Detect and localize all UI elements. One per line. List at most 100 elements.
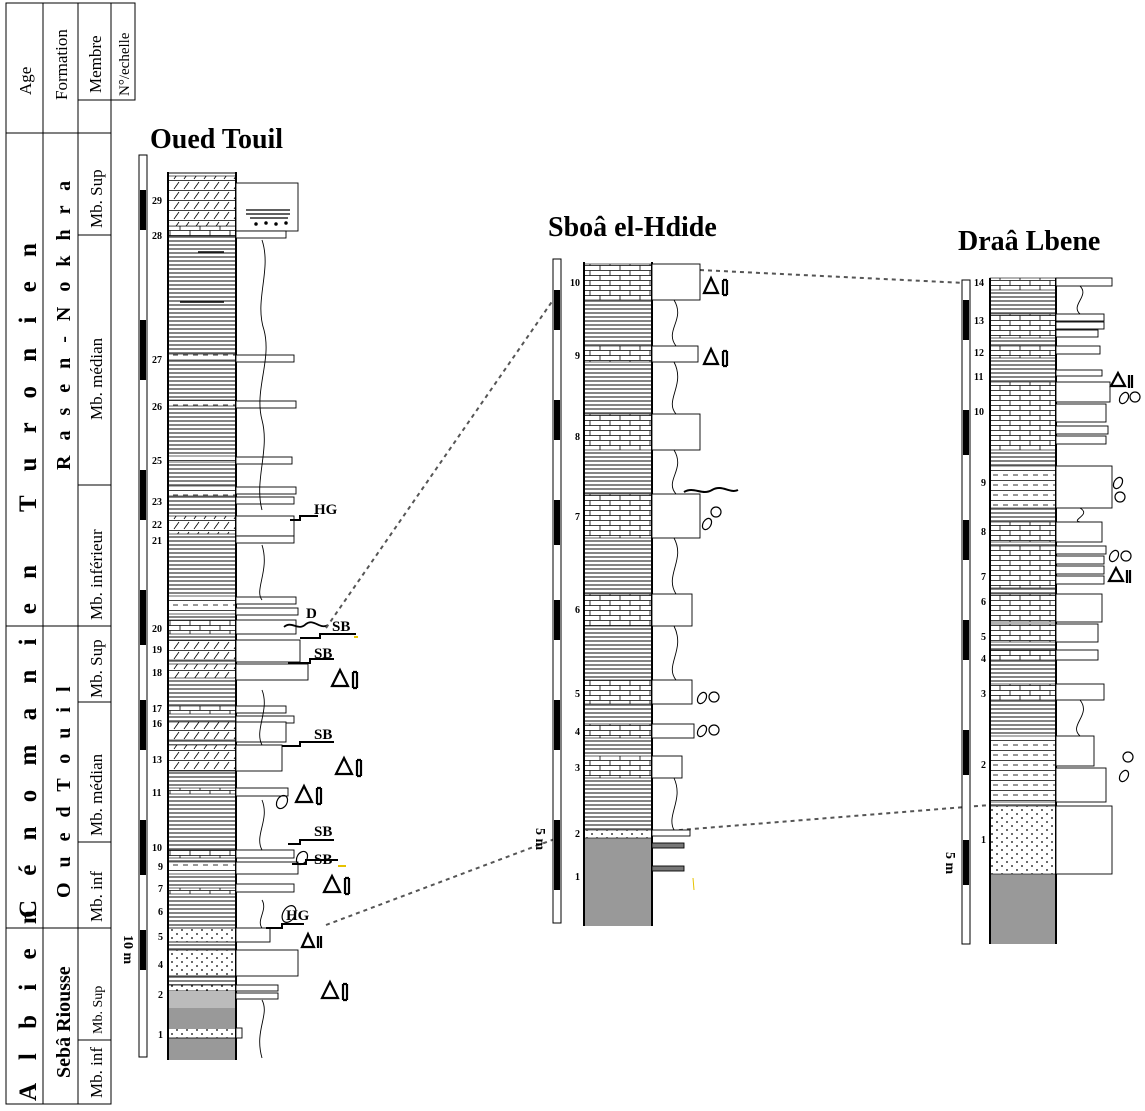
formation-header: Formation bbox=[52, 29, 71, 100]
svg-text:7: 7 bbox=[158, 884, 163, 895]
draa-column bbox=[989, 277, 1057, 944]
draa-weathering-profile bbox=[1055, 277, 1113, 875]
svg-text:16: 16 bbox=[152, 719, 162, 730]
sboa-column bbox=[583, 262, 653, 926]
sb-label: SB bbox=[332, 619, 350, 635]
bivalve-icon bbox=[708, 691, 720, 703]
table-headers: Age Formation Membre N°/echelle bbox=[16, 29, 133, 100]
svg-text:14: 14 bbox=[974, 278, 984, 289]
svg-text:23: 23 bbox=[152, 497, 162, 508]
cen-inf-label: Mb. inf bbox=[87, 871, 106, 922]
oued-touil-weathering-profile bbox=[235, 182, 309, 1059]
oued-touil-bed-numbers: 1 2 4 5 6 7 9 10 11 13 16 17 18 19 20 21… bbox=[152, 196, 163, 1041]
svg-text:12: 12 bbox=[974, 348, 984, 359]
svg-text:3: 3 bbox=[981, 689, 986, 700]
d-label: D bbox=[306, 606, 317, 622]
oued-touil-title: Oued Touil bbox=[150, 124, 283, 155]
svg-text:4: 4 bbox=[575, 727, 580, 738]
bivalve-icon bbox=[1112, 476, 1124, 490]
sboa-weathering-profile bbox=[651, 263, 739, 891]
draa-fossil-icons bbox=[1107, 370, 1141, 783]
bivalve-icon bbox=[1120, 550, 1132, 562]
svg-text:8: 8 bbox=[981, 527, 986, 538]
bivalve-icon bbox=[275, 794, 289, 810]
svg-text:13: 13 bbox=[974, 316, 984, 327]
ras-en-nokhra-label: R a s e n - N o k h r a bbox=[53, 176, 75, 470]
svg-text:9: 9 bbox=[575, 351, 580, 362]
age-labels: T u r o n i e n C é n o m a n i e n A l … bbox=[15, 234, 42, 1101]
svg-text:7: 7 bbox=[981, 572, 986, 583]
turonien-label: T u r o n i e n bbox=[15, 234, 42, 512]
svg-text:9: 9 bbox=[158, 862, 163, 873]
cen-sup-label: Mb. Sup bbox=[87, 639, 106, 698]
tur-inf-label: Mb. inférieur bbox=[87, 529, 106, 620]
svg-text:19: 19 bbox=[152, 645, 162, 656]
svg-text:11: 11 bbox=[152, 788, 161, 799]
svg-text:21: 21 bbox=[152, 536, 162, 547]
bivalve-icon bbox=[708, 724, 720, 736]
oued-touil-scale-bar: 10 m bbox=[120, 154, 148, 1058]
bivalve-icon bbox=[696, 724, 708, 738]
sboa-bed-numbers: 1 2 3 4 5 6 7 8 9 10 bbox=[570, 278, 580, 883]
ammonite-icon bbox=[334, 755, 363, 778]
bivalve-icon bbox=[1118, 769, 1130, 783]
ammonite-icon bbox=[1109, 370, 1134, 388]
draa-title: Draâ Lbene bbox=[958, 226, 1100, 257]
cen-median-label: Mb. médian bbox=[87, 753, 106, 836]
age-header: Age bbox=[16, 67, 35, 95]
cenomanien-label: C é n o m a n i e n bbox=[15, 556, 42, 918]
bivalve-icon bbox=[1129, 391, 1141, 403]
svg-text:29: 29 bbox=[152, 196, 162, 207]
svg-text:25: 25 bbox=[152, 456, 162, 467]
svg-text:22: 22 bbox=[152, 520, 162, 531]
svg-text:4: 4 bbox=[158, 960, 163, 971]
stratigraphic-table bbox=[5, 2, 136, 1105]
svg-text:5: 5 bbox=[158, 932, 163, 943]
svg-text:4: 4 bbox=[981, 654, 986, 665]
svg-text:11: 11 bbox=[974, 372, 983, 383]
ammonite-icon bbox=[294, 783, 323, 806]
ammonite-icon bbox=[702, 346, 729, 368]
ammonite-icon bbox=[330, 667, 359, 690]
bivalve-icon bbox=[1122, 751, 1134, 763]
oued-touil-column bbox=[167, 172, 237, 1060]
formation-labels: R a s e n - N o k h r a O u e d T o u i … bbox=[53, 176, 75, 1078]
svg-text:1: 1 bbox=[575, 872, 580, 883]
alb-sup-label: Mb. Sup bbox=[91, 986, 106, 1034]
sboa-scale-label: 5 m bbox=[532, 828, 547, 851]
svg-text:6: 6 bbox=[158, 907, 163, 918]
sb-label: SB bbox=[314, 646, 332, 662]
albien-label: A l b i e n bbox=[15, 901, 42, 1101]
svg-text:10: 10 bbox=[974, 407, 984, 418]
svg-text:27: 27 bbox=[152, 355, 162, 366]
oued-touil-fossil-icons bbox=[275, 667, 363, 1002]
alb-inf-label: Mb. inf bbox=[87, 1047, 106, 1098]
bivalve-icon bbox=[295, 850, 309, 866]
svg-text:1: 1 bbox=[158, 1030, 163, 1041]
sb-label: SB bbox=[314, 727, 332, 743]
svg-text:5: 5 bbox=[981, 632, 986, 643]
sb-label: SB bbox=[314, 824, 332, 840]
svg-text:26: 26 bbox=[152, 402, 162, 413]
draa-scale-bar: 5 m bbox=[942, 279, 971, 945]
svg-text:18: 18 bbox=[152, 668, 162, 679]
bivalve-icon bbox=[1118, 391, 1130, 405]
sboa-fossil-icons bbox=[696, 275, 729, 738]
ammonite-icon bbox=[702, 275, 729, 297]
ammonite-icon bbox=[1107, 565, 1132, 583]
membre-header: Membre bbox=[86, 35, 105, 93]
bivalve-icon bbox=[701, 517, 713, 531]
svg-text:17: 17 bbox=[152, 704, 162, 715]
svg-text:1: 1 bbox=[981, 835, 986, 846]
svg-text:7: 7 bbox=[575, 512, 580, 523]
draa-bed-numbers: 1 2 3 4 5 6 7 8 9 10 11 12 13 14 bbox=[974, 278, 986, 846]
svg-text:28: 28 bbox=[152, 231, 162, 242]
ammonite-icon bbox=[320, 979, 349, 1002]
bivalve-icon bbox=[696, 691, 708, 705]
svg-text:2: 2 bbox=[575, 829, 580, 840]
svg-text:3: 3 bbox=[575, 763, 580, 774]
hg-label: HG bbox=[314, 502, 338, 518]
bivalve-icon bbox=[1114, 491, 1126, 503]
bivalve-icon bbox=[1108, 549, 1120, 563]
svg-text:6: 6 bbox=[575, 605, 580, 616]
